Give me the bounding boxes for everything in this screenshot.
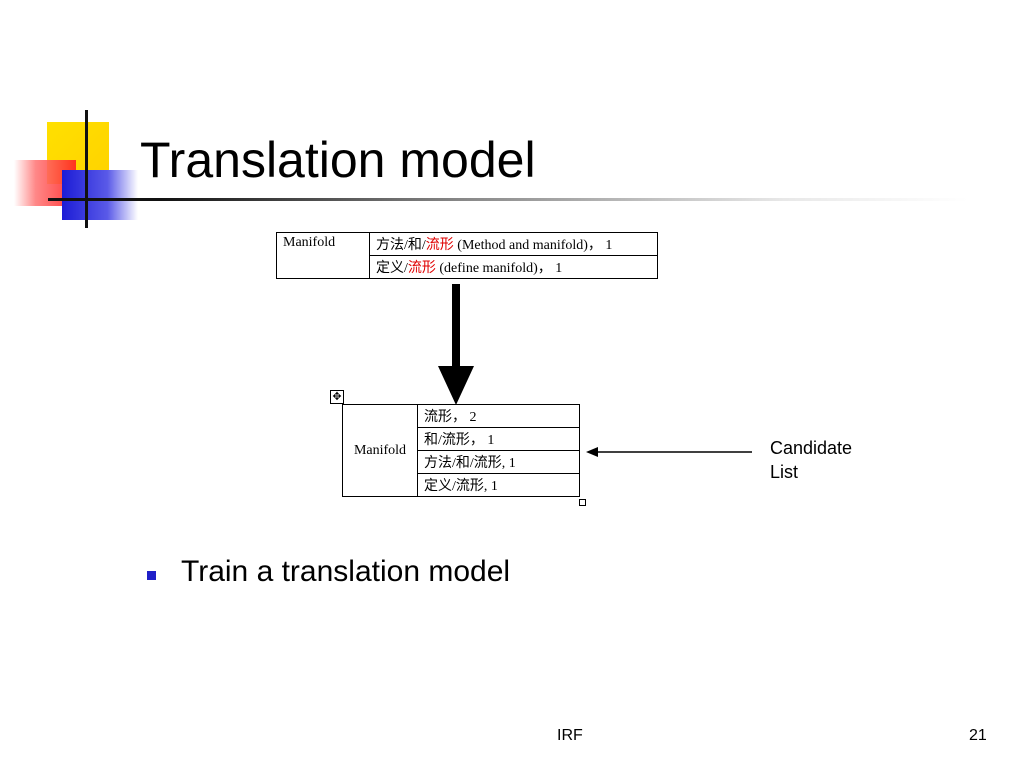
table-row: 方法/和/流形, 1 <box>343 450 580 474</box>
table-resize-handle[interactable] <box>579 499 586 506</box>
table-move-handle-icon[interactable]: ✥ <box>330 390 344 404</box>
title-underline <box>48 198 968 201</box>
down-arrow-icon <box>438 284 474 405</box>
slide-title: Translation model <box>140 132 536 188</box>
cell-text: 方法/和/ <box>376 238 426 253</box>
candidate-cell: 方法/和/流形, 1 <box>417 450 580 474</box>
cell-text: (define manifold)， 1 <box>435 261 563 276</box>
footer-label: IRF <box>557 727 583 744</box>
table-row: Manifold 方法/和/流形 (Method and manifold)， … <box>276 232 658 279</box>
source-table-header: Manifold <box>276 232 370 279</box>
cell-text: 定义/ <box>376 261 408 276</box>
table-row: 定义/流形 (define manifold)， 1 <box>277 255 658 279</box>
candidate-table: Manifold 流形， 2 和/流形， 1 方法/和/流形, 1 定义/流形,… <box>342 404 580 497</box>
source-table: Manifold 方法/和/流形 (Method and manifold)， … <box>276 232 658 279</box>
slide-number: 21 <box>969 727 987 744</box>
candidate-cell: 流形， 2 <box>417 404 580 428</box>
table-row: Manifold 流形， 2 <box>342 404 580 497</box>
highlight-term: 流形 <box>407 261 436 276</box>
source-table-cell: 定义/流形 (define manifold)， 1 <box>369 255 658 279</box>
cell-text: (Method and manifold)， 1 <box>453 238 613 253</box>
candidate-list-label: Candidate List <box>770 438 853 482</box>
highlight-term: 流形 <box>425 238 454 253</box>
decor-blue-square <box>62 170 138 220</box>
candidate-cell: 定义/流形, 1 <box>417 473 580 497</box>
left-arrow-icon <box>586 447 752 457</box>
table-row: 定义/流形, 1 <box>343 473 580 497</box>
candidate-cell: 和/流形， 1 <box>417 427 580 451</box>
source-table-cell: 方法/和/流形 (Method and manifold)， 1 <box>369 232 658 256</box>
candidate-table-header: Manifold <box>342 404 418 497</box>
bullet-square-icon <box>147 571 156 580</box>
bullet-text: Train a translation model <box>181 555 511 588</box>
decor-vertical-line <box>85 110 88 228</box>
